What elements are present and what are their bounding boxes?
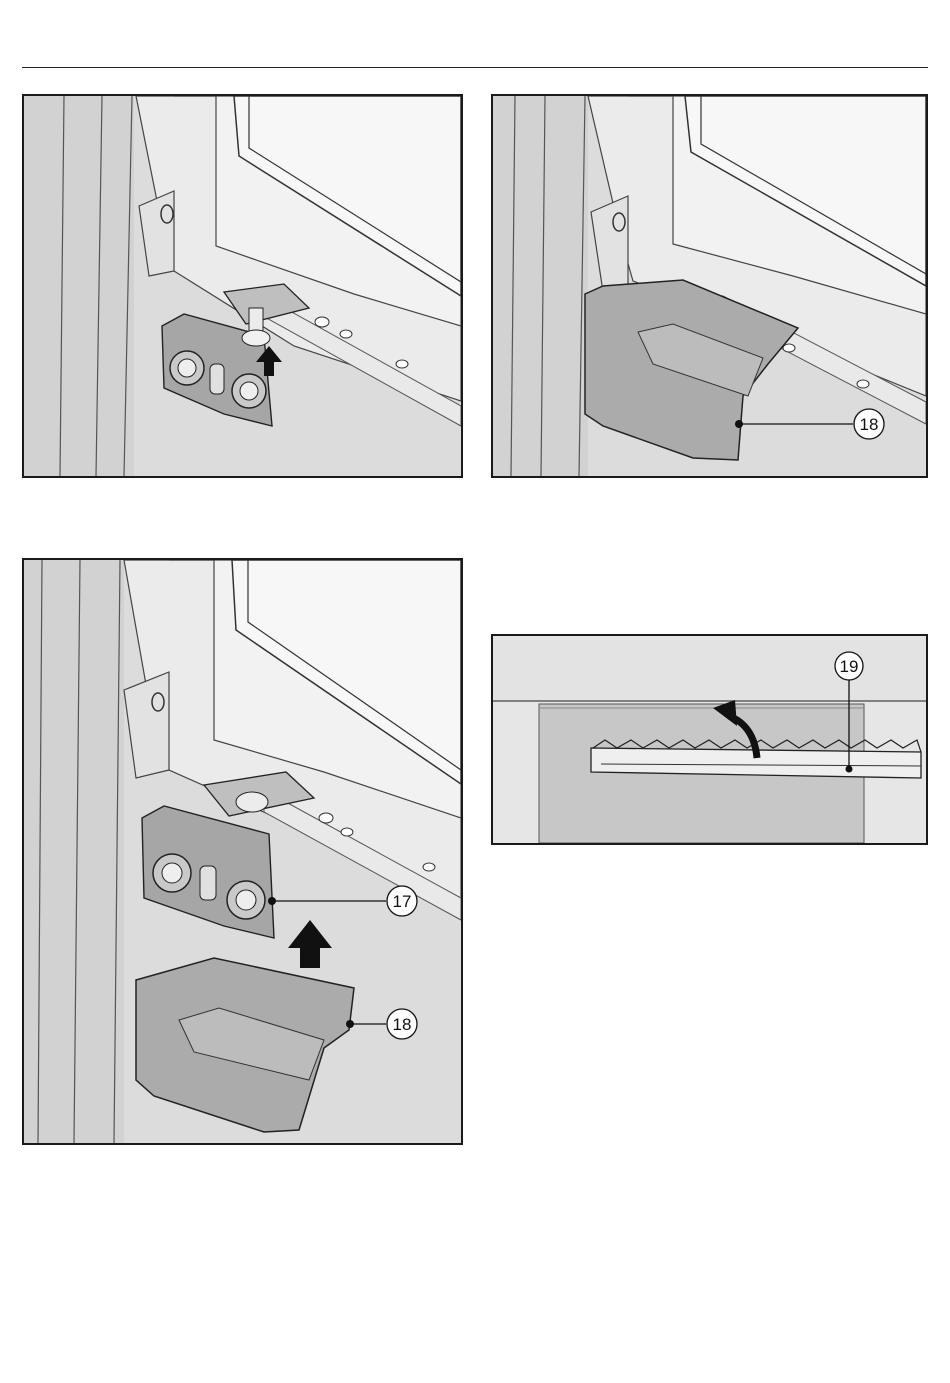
callout-19: 19 [840,657,859,676]
header-rule [22,67,928,68]
cover-removal-illustration: 17 18 [24,560,461,1143]
cover-fitted-illustration: 18 [493,96,926,476]
figure-cover-removal: 17 18 [22,558,463,1145]
hinge-screw-illustration [24,96,461,476]
callout-17: 17 [393,892,412,911]
callout-18b: 18 [393,1015,412,1034]
strip-removal-illustration: 19 [493,636,926,843]
figure-cover-fitted: 18 [491,94,928,478]
callout-18: 18 [860,415,879,434]
figure-strip-removal: 19 [491,634,928,845]
figure-hinge-screw [22,94,463,478]
